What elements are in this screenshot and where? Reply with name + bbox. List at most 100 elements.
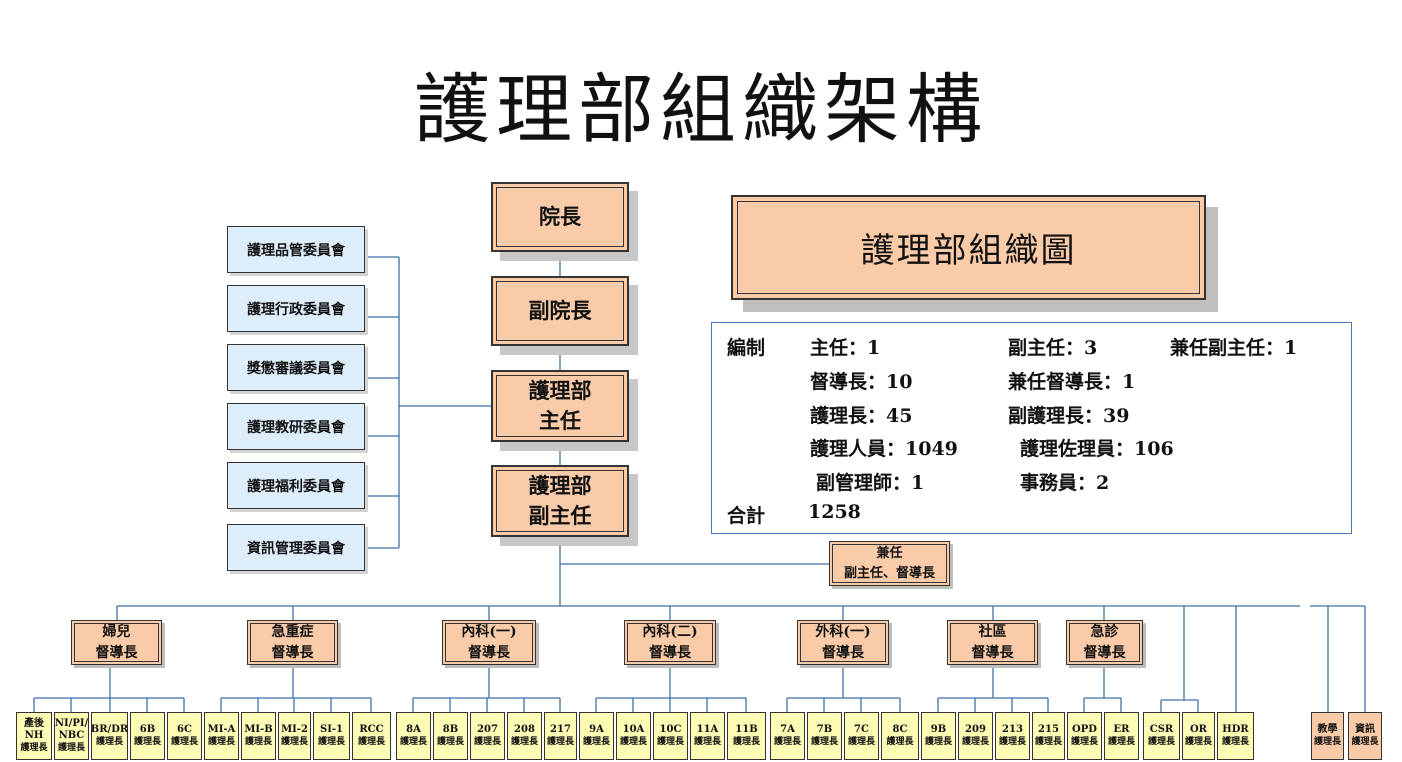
unit-role: 護理長 [244, 737, 272, 747]
unit-role: 護理長 [1070, 737, 1098, 747]
unit-role: 護理長 [58, 743, 86, 753]
vice-president-label: 副院長 [528, 298, 592, 323]
unit-name: OPD [1072, 724, 1097, 735]
total-value: 1258 [808, 501, 861, 523]
unit-role: 護理長 [170, 737, 198, 747]
unit-name: BR/DR [90, 724, 129, 735]
unit-name: 教學 [1317, 724, 1338, 735]
unit-name: SI-1 [319, 724, 343, 735]
unit-role: 護理長 [436, 737, 464, 747]
committee-quality[interactable]: 護理品管委員會 [227, 226, 365, 273]
committee-label: 護理行政委員會 [247, 301, 345, 318]
director-box[interactable]: 護理部 主任 [491, 370, 629, 442]
concurrent-box[interactable]: 兼任 副主任、督導長 [829, 541, 950, 586]
unit-box[interactable]: OPD 護理長 [1067, 712, 1102, 760]
unit-name: MI-A [207, 724, 236, 735]
unit-role: 護理長 [1313, 737, 1341, 747]
unit-box[interactable]: NI/PI/ NBC 護理長 [54, 712, 89, 760]
deputy-director-box[interactable]: 護理部 副主任 [491, 465, 629, 537]
unit-name: 8A [406, 724, 421, 735]
unit-name: 產後 NH [23, 718, 44, 741]
committee-label: 資訊管理委員會 [247, 540, 345, 557]
unit-name: 9A [589, 724, 604, 735]
vice-president-box[interactable]: 副院長 [491, 276, 629, 346]
committee-rewards[interactable]: 獎懲審議委員會 [227, 344, 365, 391]
president-box[interactable]: 院長 [491, 182, 629, 252]
staffing-panel: 編制 主任：1 副主任：3 兼任副主任：1 督導長：10 兼任督導長：1 護理長… [711, 322, 1352, 534]
unit-role: 護理長 [693, 737, 721, 747]
unit-role: 護理長 [732, 737, 760, 747]
unit-box[interactable]: 213 護理長 [995, 712, 1030, 760]
committee-education-research[interactable]: 護理教研委員會 [227, 403, 365, 450]
supervisor-obgyn-peds[interactable]: 婦兒 督導長 [71, 620, 162, 665]
unit-name: 9B [930, 724, 947, 735]
staffing-value: 事務員：2 [1020, 472, 1110, 494]
supervisor-critical-care[interactable]: 急重症 督導長 [247, 620, 338, 665]
unit-role: 護理長 [961, 737, 989, 747]
unit-role: 護理長 [207, 737, 235, 747]
unit-role: 護理長 [510, 737, 538, 747]
unit-name: 10C [659, 724, 682, 735]
committee-label: 護理福利委員會 [247, 478, 345, 495]
unit-box[interactable]: 208 護理長 [507, 712, 542, 760]
supervisor-emergency[interactable]: 急診 督導長 [1066, 620, 1143, 665]
unit-name: 11B [735, 724, 758, 735]
supervisor-label: 社區 督導長 [971, 623, 1014, 661]
unit-box[interactable]: 11A 護理長 [690, 712, 725, 760]
committee-administration[interactable]: 護理行政委員會 [227, 285, 365, 332]
staffing-value: 主任：1 [810, 337, 881, 359]
unit-name: NI/PI/ NBC [54, 718, 89, 741]
unit-name: 208 [514, 724, 535, 735]
unit-box[interactable]: 資訊護理長 [1348, 712, 1382, 760]
supervisor-internal-medicine-2[interactable]: 內科(二) 督導長 [624, 620, 716, 665]
staffing-value: 兼任副主任：1 [1170, 337, 1298, 359]
supervisor-community[interactable]: 社區 督導長 [947, 620, 1038, 665]
supervisor-label: 急診 督導長 [1083, 623, 1126, 661]
unit-role: 護理長 [399, 737, 427, 747]
unit-name: 11A [696, 724, 719, 735]
staffing-value: 護理人員：1049 [810, 438, 958, 460]
staffing-value: 兼任督導長：1 [1008, 371, 1136, 393]
unit-box[interactable]: MI-A 護理長 [204, 712, 239, 760]
committee-welfare[interactable]: 護理福利委員會 [227, 462, 365, 509]
president-label: 院長 [539, 204, 581, 229]
committee-information[interactable]: 資訊管理委員會 [227, 524, 365, 571]
unit-box[interactable]: 8A 護理長 [396, 712, 431, 760]
supervisor-internal-medicine-1[interactable]: 內科(一) 督導長 [442, 620, 536, 665]
unit-box[interactable]: 教學護理長 [1311, 712, 1344, 760]
unit-name: 7B [816, 724, 833, 735]
supervisor-surgery-1[interactable]: 外科(一) 督導長 [797, 620, 889, 665]
unit-name: 213 [1002, 724, 1023, 735]
unit-role: 護理長 [133, 737, 161, 747]
unit-box[interactable]: 11B 護理長 [727, 712, 766, 760]
unit-role: 護理長 [998, 737, 1026, 747]
unit-role: 護理長 [1184, 737, 1212, 747]
unit-name: 資訊 [1354, 724, 1375, 735]
